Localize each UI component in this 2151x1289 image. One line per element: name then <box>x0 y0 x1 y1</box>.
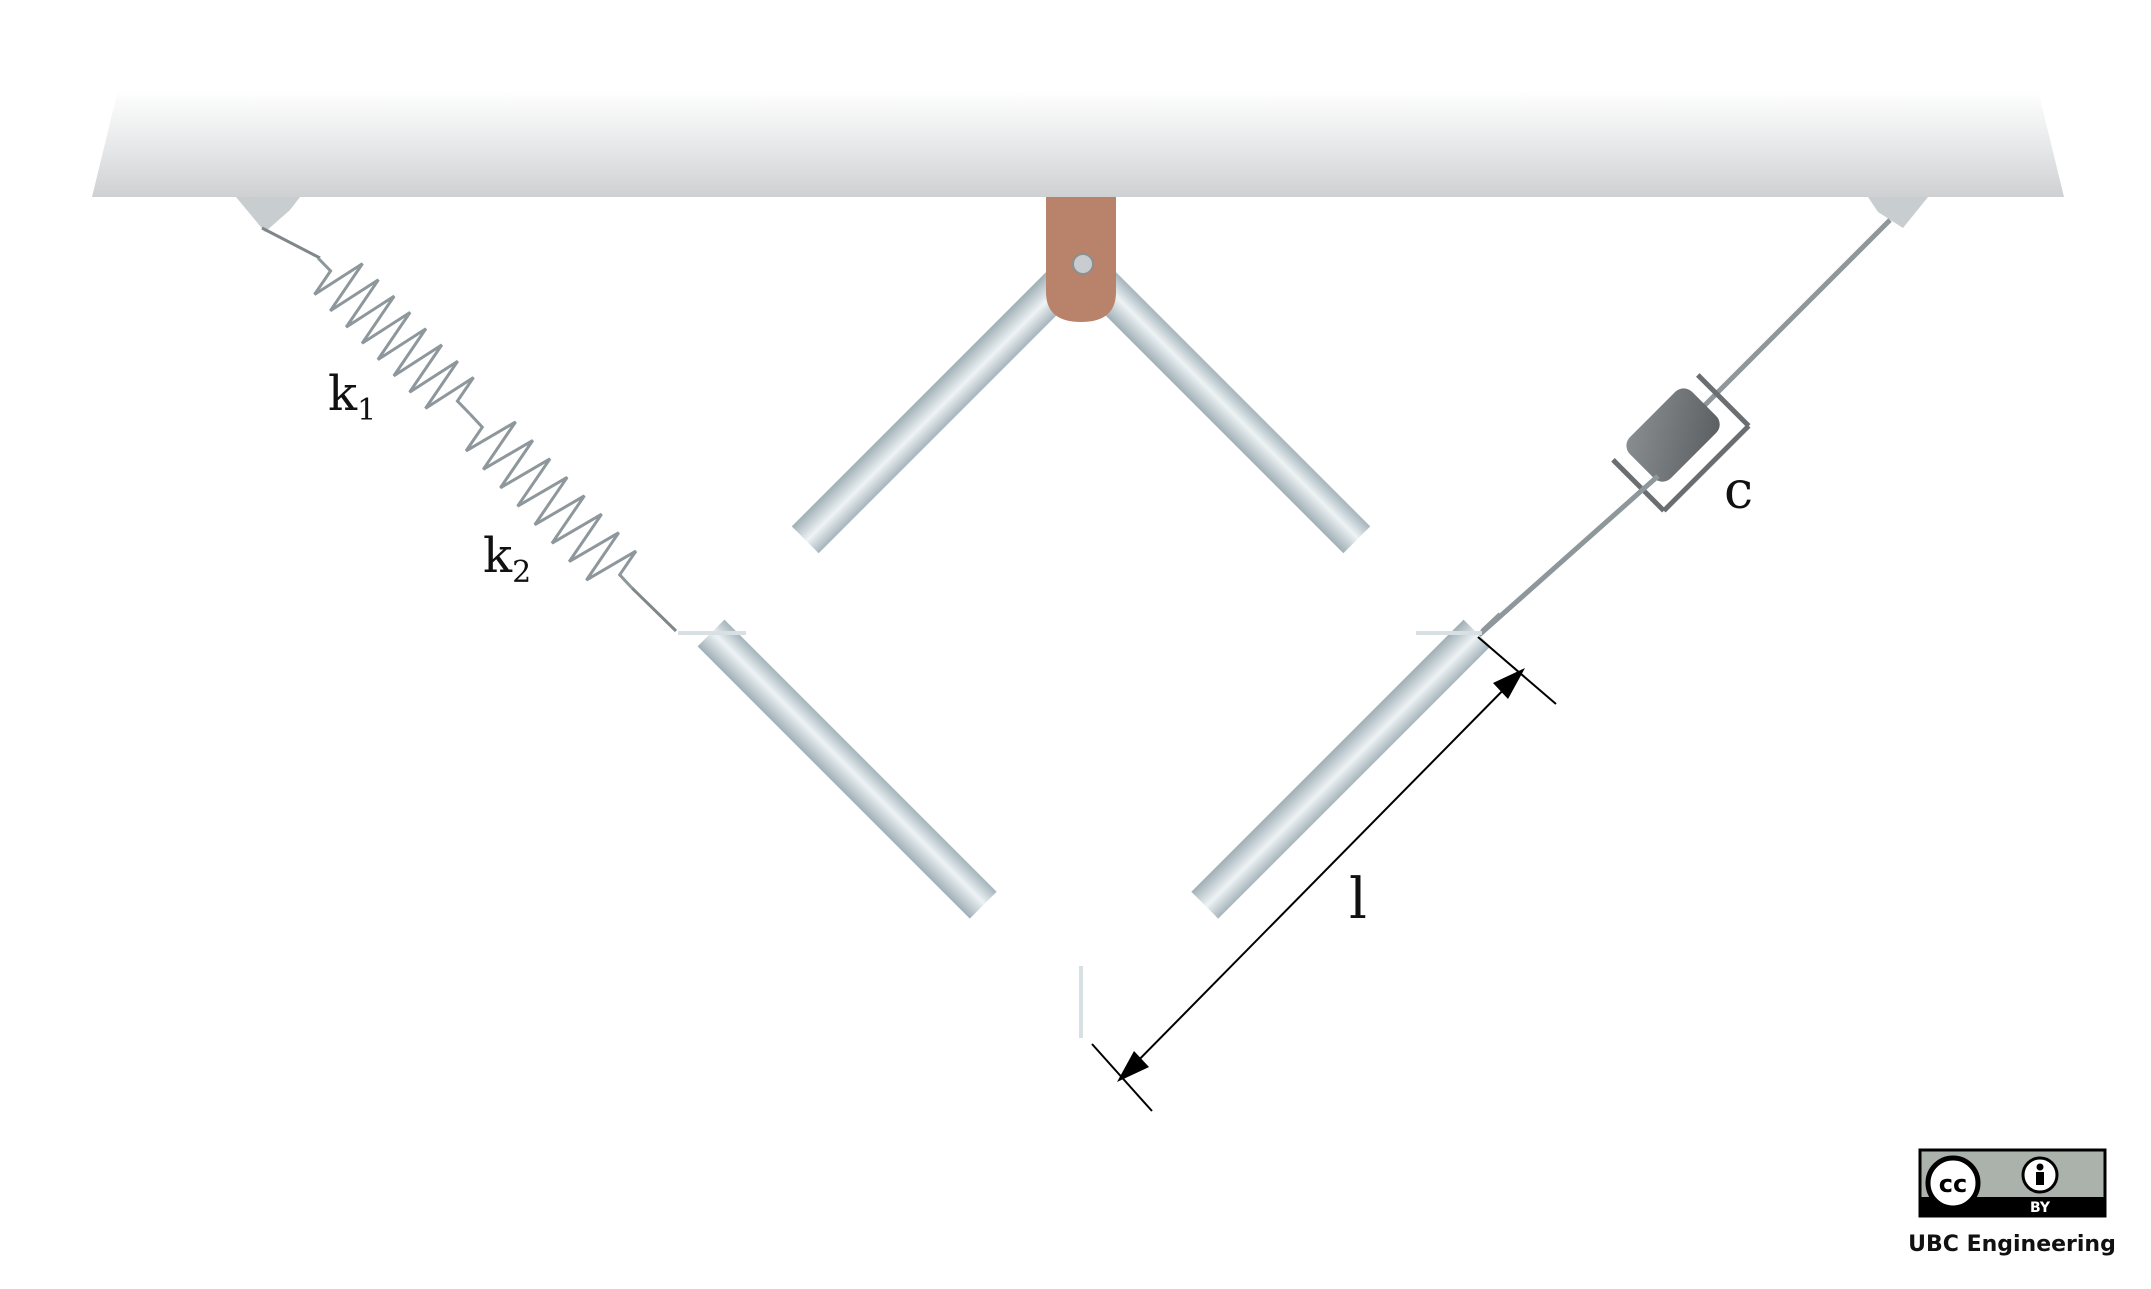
rod-top-right <box>1067 250 1371 554</box>
cc-icon <box>1925 1155 1981 1211</box>
rod-top-left <box>791 250 1095 554</box>
arrowhead-top <box>1493 668 1525 699</box>
spring-k2 <box>464 412 638 590</box>
top-hinge <box>1046 197 1116 322</box>
label-k1: k1 <box>328 366 376 428</box>
svg-text:BY: BY <box>2030 1200 2051 1216</box>
arrowhead-bottom <box>1117 1051 1149 1082</box>
svg-text:cc: cc <box>1939 1170 1967 1198</box>
dimension-line <box>1123 674 1519 1076</box>
label-c: c <box>1724 461 1753 521</box>
length-dimension <box>1091 636 1557 1112</box>
rod-bottom-left <box>697 619 997 919</box>
label-l: l <box>1349 867 1367 932</box>
damper-lead-right <box>1480 612 1502 633</box>
rod-bottom-right <box>1191 619 1491 919</box>
damper-c <box>1476 373 1751 638</box>
left-spring-mount <box>236 197 321 260</box>
cc-by-badge: cc BY <box>1918 1148 2107 1218</box>
label-k2: k2 <box>483 528 531 590</box>
spring-lead-left <box>630 586 678 633</box>
ceiling <box>92 90 2064 197</box>
credit-text: UBC Engineering <box>1908 1232 2116 1257</box>
spring-k1 <box>313 256 475 416</box>
right-damper-mount <box>1698 197 1928 412</box>
